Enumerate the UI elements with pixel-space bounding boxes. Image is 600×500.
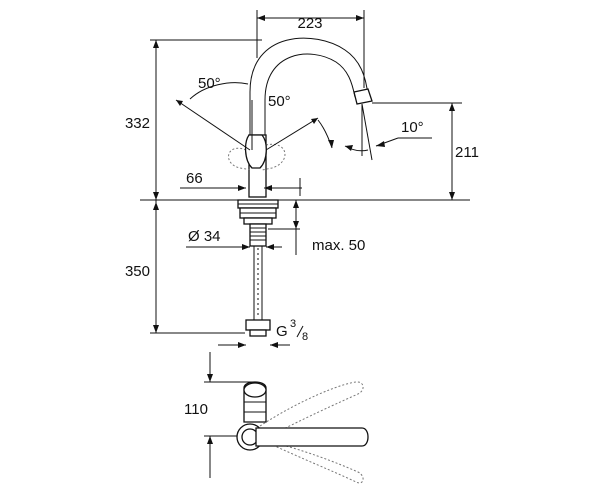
spout-tilt-label: 10°	[401, 119, 424, 136]
dimension-total-height: 332	[125, 39, 262, 200]
thread-numerator: 3	[290, 318, 296, 330]
connection-thread-label: G	[276, 323, 288, 340]
faucet-side-view	[175, 37, 432, 198]
lever-angle-left-label: 50°	[198, 75, 221, 92]
lever-swing-depth-label: 110	[184, 401, 208, 418]
spout-height-label: 211	[455, 144, 479, 161]
below-counter-label: 350	[125, 263, 150, 280]
dimension-lever-offset: 66	[180, 170, 302, 196]
lever-angle-right-label: 50°	[268, 93, 291, 110]
spout-reach-label: 223	[297, 15, 322, 32]
faucet-top-view	[204, 352, 369, 484]
dimension-spout-height: 211	[372, 102, 479, 200]
dimension-hole-diameter: Ø 34	[186, 228, 282, 250]
dimension-connection-thread: G 3 8	[218, 318, 308, 348]
total-height-label: 332	[125, 115, 150, 132]
dimension-spout-reach: 223	[256, 10, 365, 88]
mounting-assembly	[237, 199, 279, 337]
dimension-below-counter: 350	[125, 200, 245, 334]
max-thickness-label: max. 50	[312, 237, 365, 254]
lever-offset-label: 66	[186, 170, 203, 187]
thread-denominator: 8	[302, 331, 308, 343]
dimension-max-thickness: max. 50	[268, 200, 365, 255]
hole-diameter-label: Ø 34	[188, 228, 221, 245]
